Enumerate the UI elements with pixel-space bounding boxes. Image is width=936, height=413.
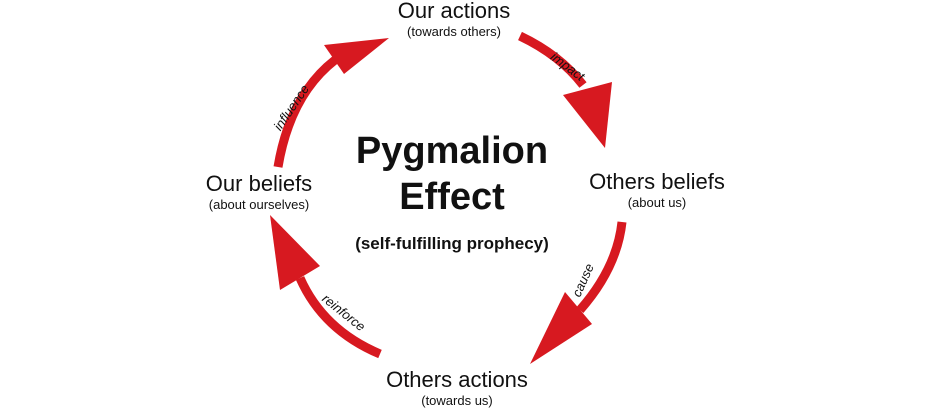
- node-others-actions: Others actions (towards us): [386, 367, 528, 408]
- center-title-block: Pygmalion Effect (self-fulfilling prophe…: [355, 130, 549, 253]
- arrow-influence-shaft: [273, 56, 338, 168]
- node-others-beliefs: Others beliefs (about us): [589, 169, 725, 210]
- node-others-actions-sub: (towards us): [421, 393, 493, 408]
- arrow-impact-head: [563, 82, 612, 148]
- arrow-impact: [518, 31, 612, 148]
- center-subtitle: (self-fulfilling prophecy): [355, 234, 549, 253]
- arrow-impact-shaft: [518, 31, 587, 88]
- node-our-actions-label: Our actions: [398, 0, 511, 23]
- center-title-line1: Pygmalion: [356, 130, 548, 172]
- node-our-beliefs-sub: (about ourselves): [209, 197, 309, 212]
- arrow-cause-head: [530, 292, 592, 364]
- arrow-influence-head: [324, 38, 389, 74]
- arrow-reinforce: [270, 215, 382, 359]
- arrow-cause: [530, 221, 627, 364]
- center-title-line2: Effect: [399, 176, 505, 218]
- node-our-beliefs: Our beliefs (about ourselves): [206, 171, 312, 212]
- arrow-cause-shaft: [576, 221, 627, 313]
- node-others-beliefs-label: Others beliefs: [589, 169, 725, 194]
- node-our-beliefs-label: Our beliefs: [206, 171, 312, 196]
- node-others-actions-label: Others actions: [386, 367, 528, 392]
- arrow-influence: [273, 38, 389, 168]
- node-others-beliefs-sub: (about us): [628, 195, 687, 210]
- arrow-reinforce-head: [270, 215, 320, 290]
- arrow-reinforce-shaft: [295, 276, 382, 359]
- node-our-actions-sub: (towards others): [407, 24, 501, 39]
- node-our-actions: Our actions (towards others): [398, 0, 511, 39]
